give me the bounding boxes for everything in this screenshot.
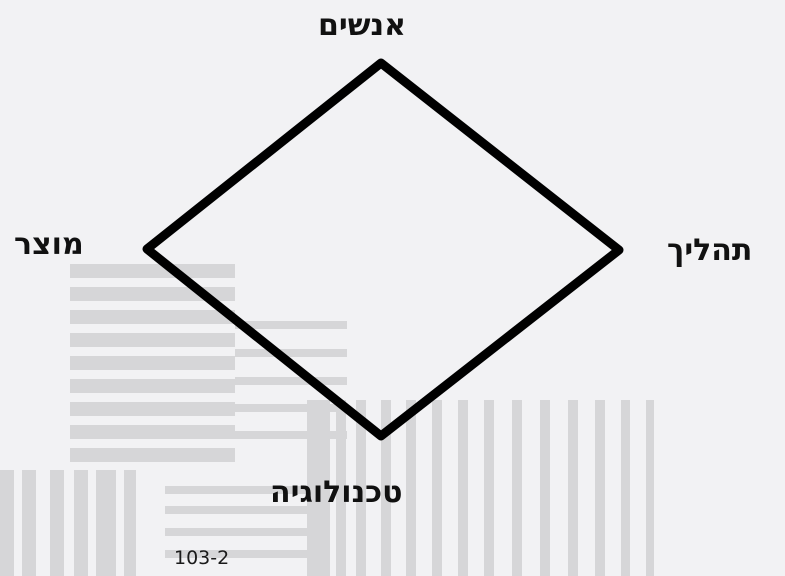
slide-code: 103-2 (174, 549, 229, 568)
node-label-left: מוצר (14, 230, 84, 260)
diamond-outline (147, 63, 619, 436)
node-label-right: תהליך (667, 236, 752, 266)
node-label-bottom: טכנולוגיה (270, 478, 403, 508)
node-label-top: אנשים (318, 11, 406, 41)
